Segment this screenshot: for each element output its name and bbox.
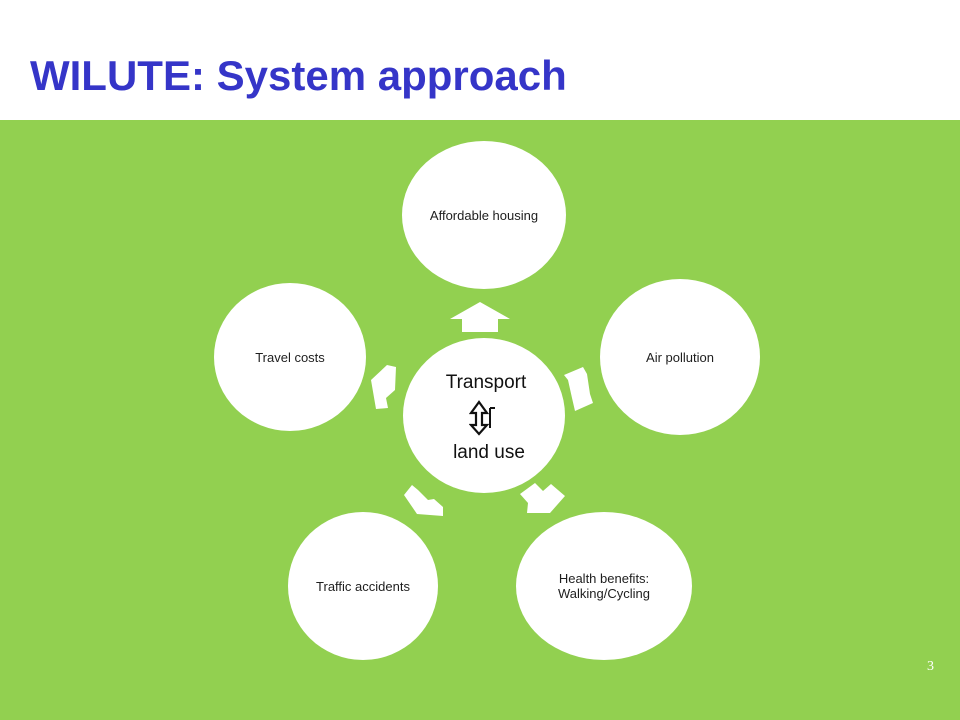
node-label: Affordable housing xyxy=(429,207,539,223)
arrow-to-traffic-accidents xyxy=(404,485,443,516)
node-label: Health benefits: Walking/Cycling xyxy=(558,571,650,601)
center-label-land-use: land use xyxy=(453,442,525,463)
slide-title: WILUTE: System approach xyxy=(30,52,567,99)
arrow-to-health-benefits xyxy=(520,483,565,513)
node-label: Traffic accidents xyxy=(316,578,410,594)
arrow-to-air-pollution xyxy=(564,367,593,411)
node-traffic-accidents: Traffic accidents xyxy=(288,512,438,660)
node-health-benefits: Health benefits: Walking/Cycling xyxy=(516,512,692,660)
title-bar: WILUTE: System approach xyxy=(0,0,960,120)
node-affordable-housing: Affordable housing xyxy=(402,141,566,289)
node-air-pollution: Air pollution xyxy=(600,279,760,435)
node-label: Air pollution xyxy=(646,349,714,365)
node-transport-land-use: Transport land use xyxy=(403,338,565,493)
node-travel-costs: Travel costs xyxy=(214,283,366,431)
page-number: 3 xyxy=(927,659,934,674)
node-label: Travel costs xyxy=(255,349,325,365)
center-label-transport: Transport xyxy=(445,372,527,393)
arrow-to-travel-costs xyxy=(371,365,396,409)
up-down-arrow-icon xyxy=(469,400,495,436)
arrow-to-affordable-housing xyxy=(450,302,510,332)
